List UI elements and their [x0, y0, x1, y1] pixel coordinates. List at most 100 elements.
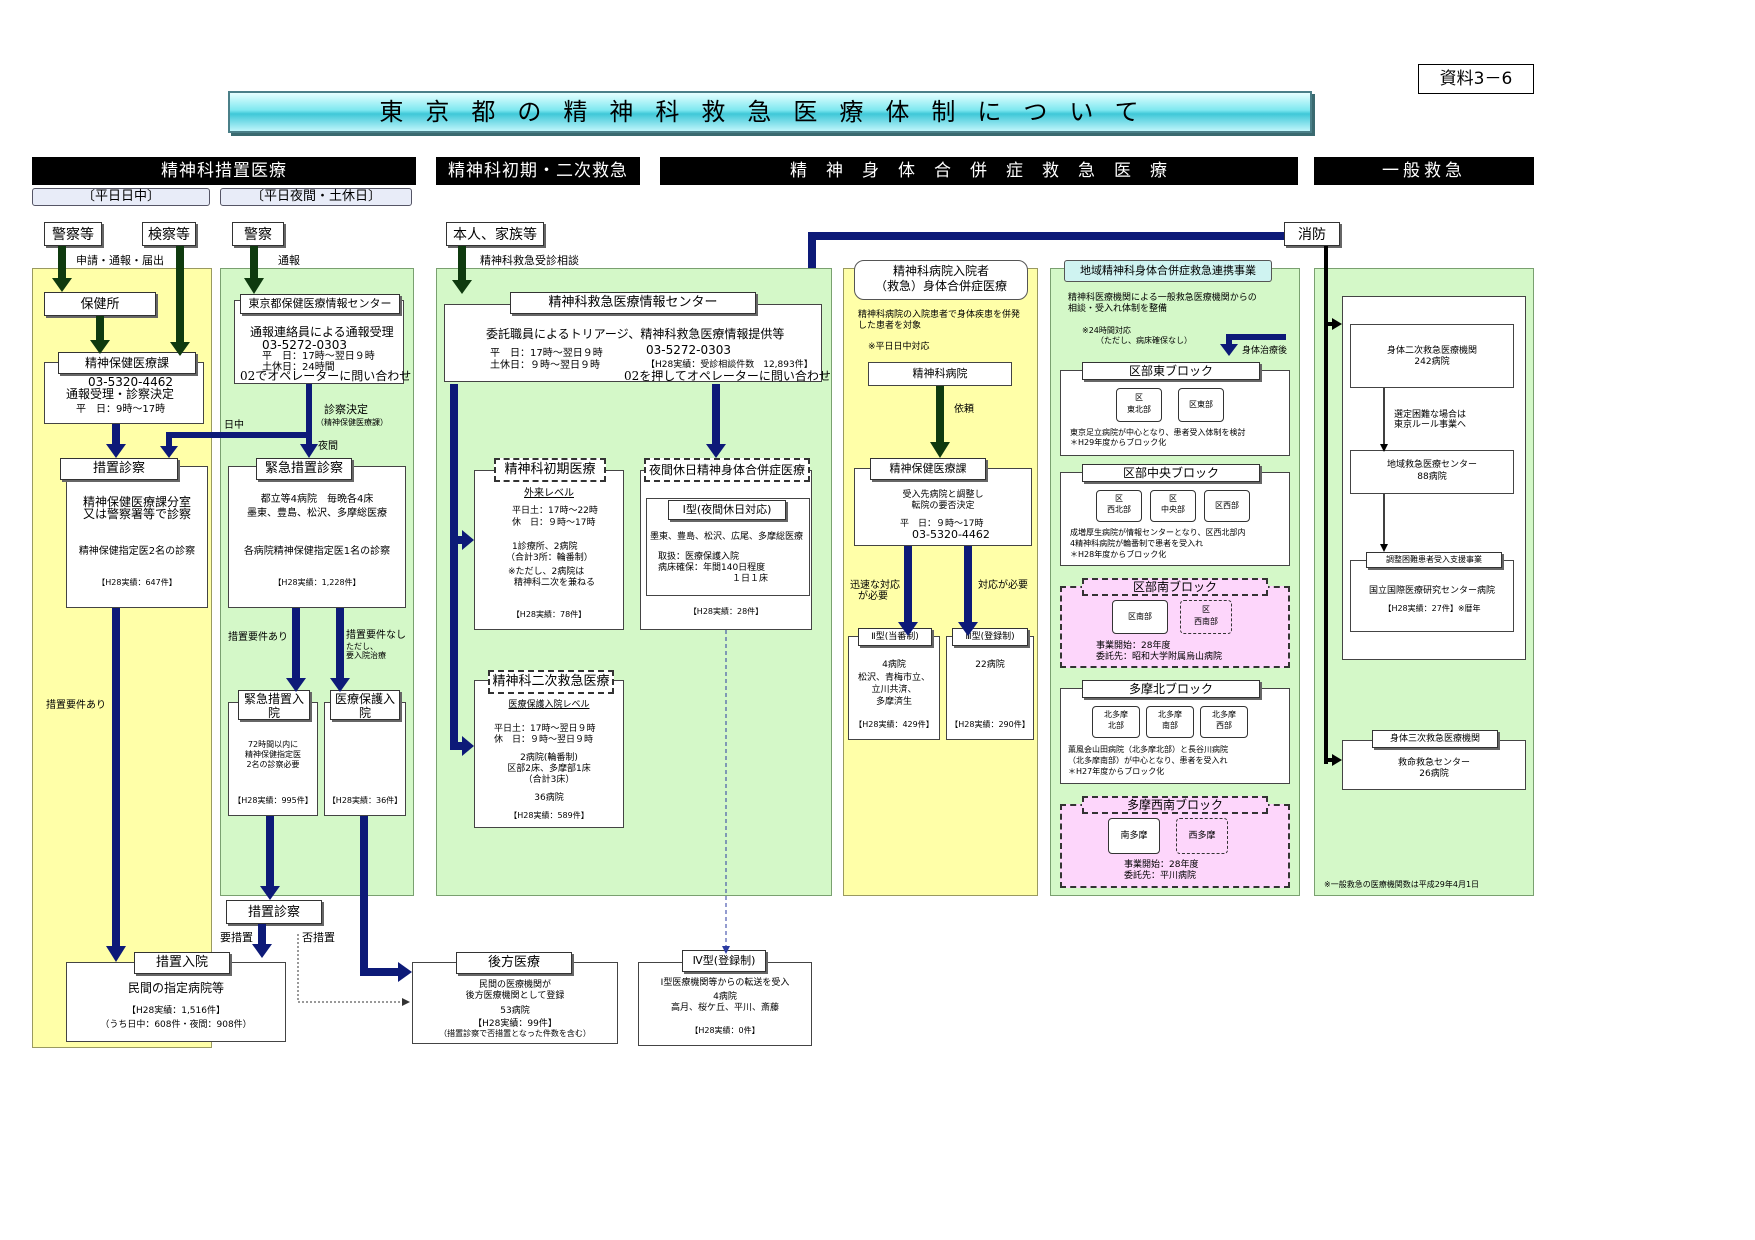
info-center-tel: 03-5272-0303 — [262, 338, 348, 352]
medical-protection-l1: 【H28実績：36件】 — [327, 796, 403, 805]
block-central-a1: 区 — [1115, 494, 1123, 503]
block-central-n3: ＊H28年度からブロック化 — [1070, 550, 1167, 559]
block-tamasw-n1: 事業開始：28年度 — [1124, 860, 1199, 870]
inpatient-title1: 精神科病院入院者 — [892, 264, 989, 278]
label-body-after: 身体治療後 — [1242, 346, 1288, 356]
measure-exam-title: 措置診察 — [60, 458, 178, 480]
info-center-title: 東京都保健医療情報センター — [240, 294, 400, 314]
type4-l4: 【H28実績：0件】 — [690, 1026, 760, 1035]
emergency-admission-l4: 【H28実績：995件】 — [233, 796, 313, 805]
block-tamanorth-n1: 薫風会山田病院（北多摩北部）と長谷川病院 — [1068, 745, 1228, 754]
inpatient-s3: 平 日：９時～17時 — [900, 519, 984, 529]
block-tamasw-n2: 委託先：平川病院 — [1124, 871, 1197, 881]
measure-exam-l1: 精神保健医療課分室 — [82, 495, 191, 509]
regional-l1: 精神科医療機関による一般救急医療機関からの — [1068, 293, 1257, 303]
block-tama-north-title: 多摩北ブロック — [1082, 680, 1260, 698]
inpatient-l2: した患者を対象 — [858, 321, 922, 331]
type4-l2: 4病院 — [713, 992, 737, 1002]
block-central-title: 区部中央ブロック — [1082, 464, 1260, 482]
label-req-no3: 要入院治療 — [346, 651, 386, 660]
label-nighttime: 夜間 — [318, 441, 338, 452]
emergency-info-center-title: 精神科救急医療情報センター — [510, 292, 756, 314]
emergency-admission-l3: 2名の診察必要 — [246, 760, 300, 769]
block-tamanorth-n3: ＊H27年度からブロック化 — [1068, 767, 1165, 776]
inpatient-comorbidity-header — [854, 260, 1028, 300]
type1-l2: 取扱：医療保護入院 — [658, 552, 740, 562]
info-center-l3: 土休日：24時間 — [262, 362, 335, 373]
emergency-measure-l4: 【H28実績：1,228件】 — [273, 578, 361, 587]
secondary-care-l2: 平日土：17時～翌日９時 — [494, 724, 596, 734]
backup-care-l4: 【H28実績：99件】 — [473, 1019, 557, 1029]
label-consult: 精神科救急受診相談 — [480, 254, 579, 267]
emergency-admission-box — [228, 702, 318, 816]
backup-care-box — [412, 962, 618, 1044]
type2-l3: 立川共済、 — [871, 685, 917, 695]
block-tamanorth-a1: 北多摩 — [1104, 710, 1128, 719]
general-g4a: 救命救急センター — [1397, 758, 1470, 768]
info-center-l4: 02でオペレーターに問い合わせ — [240, 369, 412, 383]
measure-admission-l3: （うち日中：608件・夜間：908件） — [100, 1020, 252, 1030]
emergency-admission-l1: 72時間以内に — [247, 740, 299, 749]
primary-care-l3: 休 日：９時～17時 — [512, 518, 596, 528]
emergency-info-center-l1: 委託職員によるトリアージ、精神科救急医療情報提供等 — [486, 327, 785, 341]
start-police-etc: 警察等 — [44, 222, 102, 246]
label-daytime: 日中 — [224, 420, 244, 431]
measure-exam-box — [66, 466, 208, 608]
primary-care-title: 精神科初期医療 — [494, 458, 606, 482]
inpatient-title2: （救急）身体合併症医療 — [874, 279, 1007, 293]
label-report: 通報 — [278, 254, 300, 267]
emergency-info-center-l2: 平 日：17時～翌日９時 — [490, 348, 603, 359]
measure-admission-box — [66, 962, 286, 1042]
info-center-box — [234, 300, 404, 384]
block-central-n1: 成増厚生病院が情報センターとなり、区西北部内 — [1070, 528, 1246, 537]
general-g3b: 【H28実績：27件】※暦年 — [1383, 604, 1481, 613]
emergency-info-center-l4: 【H28実績：受診相談件数 12,893件】 — [646, 360, 813, 370]
general-g1a: 身体二次救急医療機関 — [1386, 346, 1477, 356]
emergency-measure-l3: 各病院精神保健指定医1名の診察 — [243, 546, 391, 557]
label-no-measure: 否措置 — [302, 931, 335, 944]
secondary-care-l5: 区部2床、多摩部1床 — [507, 764, 591, 774]
regional-l3: ※24時間対応 — [1082, 326, 1131, 335]
regional-liaison-title: 地域精神科身体合併症救急連携事業 — [1064, 260, 1272, 282]
measure-exam-l3: 精神保健指定医2名の診察 — [78, 546, 196, 557]
secondary-care-title: 精神科二次救急医療 — [488, 670, 614, 694]
mental-health-l1: 通報受理・診察決定 — [66, 387, 175, 401]
label-request: 依頼 — [954, 404, 974, 415]
block-central-area-c: 区西部 — [1204, 490, 1250, 522]
tertiary-emergency-title: 身体三次救急医療機関 — [1372, 730, 1498, 748]
section-header-primary-secondary: 精神科初期・二次救急 — [436, 157, 640, 185]
label-apply: 申請・通報・届出 — [76, 254, 164, 267]
block-tama-southwest-title: 多摩西南ブロック — [1082, 796, 1268, 814]
type1-l1: 墨東、豊島、松沢、広尾、多摩総医療 — [650, 532, 804, 542]
primary-care-l2: 平日土：17時～22時 — [512, 506, 598, 516]
start-fire: 消防 — [1284, 222, 1340, 246]
block-tamanorth-a2: 北部 — [1108, 721, 1124, 730]
block-central-b2: 中央部 — [1161, 505, 1185, 514]
psychiatric-hospital-box: 精神科病院 — [868, 362, 1012, 386]
label-req-yes-left: 措置要件あり — [46, 700, 106, 711]
block-tamasw-area-a: 南多摩 — [1108, 818, 1160, 854]
type2-l5: 【H28実績：429件】 — [854, 720, 934, 729]
emergency-info-center-l3: 土休日：９時～翌日９時 — [490, 360, 600, 371]
measure-exam-l4: 【H28実績：647件】 — [97, 578, 177, 587]
block-east-area-b: 区東部 — [1178, 388, 1224, 422]
block-central-a2: 西北部 — [1107, 505, 1131, 514]
secondary-care-l4: 2病院(輪番制) — [520, 753, 578, 763]
measure-admission-title: 措置入院 — [134, 952, 230, 974]
general-g2b: 88病院 — [1417, 472, 1447, 482]
block-central-b1: 区 — [1169, 494, 1177, 503]
info-center-l1: 通報連絡員による通報受理 — [250, 325, 394, 339]
block-central-area-a — [1096, 490, 1142, 522]
block-south-area-a: 区南部 — [1112, 600, 1168, 634]
type4-box — [638, 962, 812, 1046]
inpatient-l3: ※平日日中対応 — [868, 342, 930, 352]
type2-l4: 多摩済生 — [875, 697, 912, 707]
block-tamanorth-area-b — [1146, 706, 1194, 738]
type1-l5: 【H28実績：28件】 — [688, 607, 764, 616]
start-self-family: 本人、家族等 — [446, 222, 544, 246]
emergency-measure-exam-title: 緊急措置診察 — [256, 458, 352, 480]
health-center-box: 保健所 — [44, 292, 156, 316]
type1-l3: 病床確保：年間140日程度 — [658, 563, 766, 573]
type1-title: Ⅰ型(夜間休日対応) — [668, 500, 786, 520]
inpatient-l1: 精神科病院の入院患者で身体疾患を併発 — [858, 310, 1021, 320]
